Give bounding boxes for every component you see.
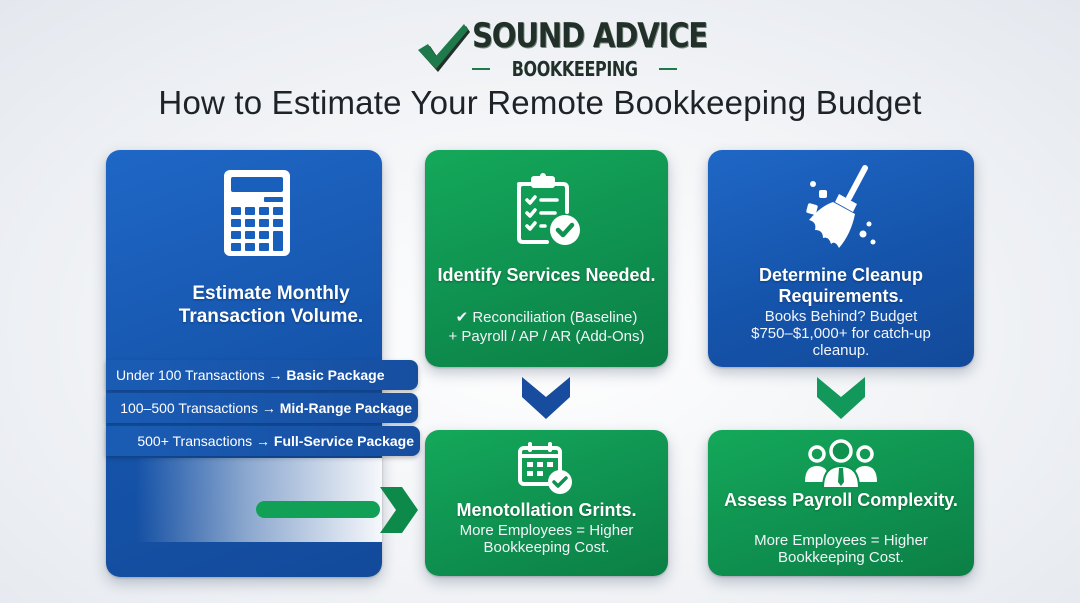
card-title: Assess Payroll Complexity.: [724, 490, 958, 510]
brand-subtitle: BOOKKEEPING: [511, 57, 638, 81]
card-body: More Employees = Higher Bookkeeping Cost…: [459, 522, 634, 556]
tier-range: 500+ Transactions →: [137, 433, 274, 449]
clipboard-check-icon: [516, 173, 580, 245]
tier-range: Under 100 Transactions →: [116, 367, 287, 383]
divider: [472, 68, 490, 70]
card-title: Identify Services Needed.: [437, 265, 656, 285]
card-body: Books Behind? Budget $750–$1,000+ for ca…: [751, 308, 931, 359]
team-icon: [805, 439, 877, 488]
calculator-icon: [224, 170, 290, 256]
tier-mid-range: 100–500 Transactions → Mid-Range Package: [106, 393, 418, 423]
card-title: Determine Cleanup Requirements.: [758, 265, 924, 306]
checkmark-logo-icon: [418, 24, 470, 72]
calendar-check-icon: [517, 442, 572, 494]
gradient-fade: [136, 458, 382, 542]
volume-tier-list: Under 100 Transactions → Basic Package 1…: [106, 360, 426, 459]
brand-name: SOUND ADVICE: [472, 16, 708, 56]
brand-logo: SOUND ADVICE BOOKKEEPING: [416, 14, 708, 81]
card-body: More Employees = Higher Bookkeeping Cost…: [754, 532, 928, 566]
tier-basic: Under 100 Transactions → Basic Package: [106, 360, 418, 390]
brand-subtitle-row: BOOKKEEPING: [472, 57, 678, 81]
page-title: How to Estimate Your Remote Bookkeeping …: [158, 84, 922, 121]
down-chevron-icon: [817, 377, 865, 419]
card-identify-services: Identify Services Needed. ✔ Reconciliati…: [425, 150, 668, 367]
tier-range: 100–500 Transactions →: [120, 400, 280, 416]
card-body-line: + Payroll / AP / AR (Add-Ons): [448, 328, 645, 345]
card-payroll-complexity: Assess Payroll Complexity. More Employee…: [708, 430, 974, 576]
tier-package: Full-Service Package: [273, 433, 414, 449]
card-title: Estimate Monthly Transaction Volume.: [178, 283, 364, 327]
tier-package: Basic Package: [286, 367, 385, 383]
card-body-line: ✔ Reconciliation (Baseline): [455, 309, 638, 326]
down-chevron-icon: [522, 377, 570, 419]
right-arrow-icon: [256, 487, 418, 533]
divider: [659, 68, 678, 70]
card-title: Menotollation Grints.: [456, 500, 637, 520]
card-menotollation: Menotollation Grints. More Employees = H…: [425, 430, 668, 576]
tier-full-service: 500+ Transactions → Full-Service Package: [106, 426, 420, 456]
broom-icon: [806, 165, 876, 248]
card-cleanup-requirements: Determine Cleanup Requirements. Books Be…: [708, 150, 974, 367]
tier-package: Mid-Range Package: [279, 400, 412, 416]
